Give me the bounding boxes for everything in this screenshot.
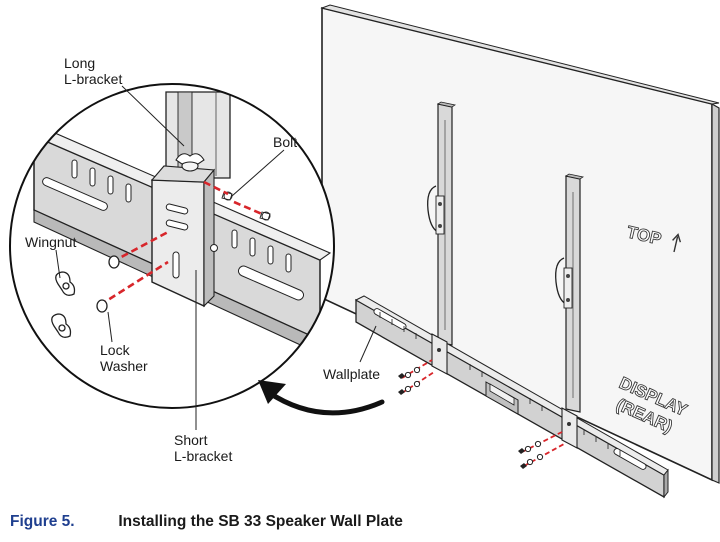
lock-washer-label-line2: Washer <box>100 358 148 374</box>
long-l-bracket-label-line2: L-bracket <box>64 71 122 87</box>
callout-long-l-bracket: Long L-bracket <box>64 55 185 147</box>
zoom-detail <box>9 83 335 409</box>
mounting-rail-right <box>555 173 585 413</box>
main-hardware <box>398 359 565 469</box>
lock-washer-label-line1: Lock <box>100 342 131 358</box>
wallplate-main <box>354 295 669 499</box>
callout-bolt: Bolt <box>231 134 297 197</box>
figure-number: Figure 5. <box>10 513 75 530</box>
long-l-bracket-label-line1: Long <box>64 55 95 71</box>
figure-caption: Figure 5. Installing the SB 33 Speaker W… <box>10 513 403 531</box>
mounting-rail-left <box>427 101 457 346</box>
arrow-up-icon <box>672 233 682 253</box>
callout-lock-washer: Lock Washer <box>100 311 148 374</box>
short-l-bracket-label-line1: Short <box>174 432 208 448</box>
bolt-label: Bolt <box>273 134 297 150</box>
callout-short-l-bracket: Short L-bracket <box>174 270 232 464</box>
figure-title: Installing the SB 33 Speaker Wall Plate <box>118 513 403 530</box>
curved-arrow-head <box>258 380 286 404</box>
short-l-bracket-label-line2: L-bracket <box>174 448 232 464</box>
wingnut-label: Wingnut <box>25 234 76 250</box>
callout-wingnut: Wingnut <box>25 234 76 279</box>
curved-arrow-icon <box>265 389 385 416</box>
callout-wallplate: Wallplate <box>323 325 380 382</box>
wallplate-label: Wallplate <box>323 366 380 382</box>
